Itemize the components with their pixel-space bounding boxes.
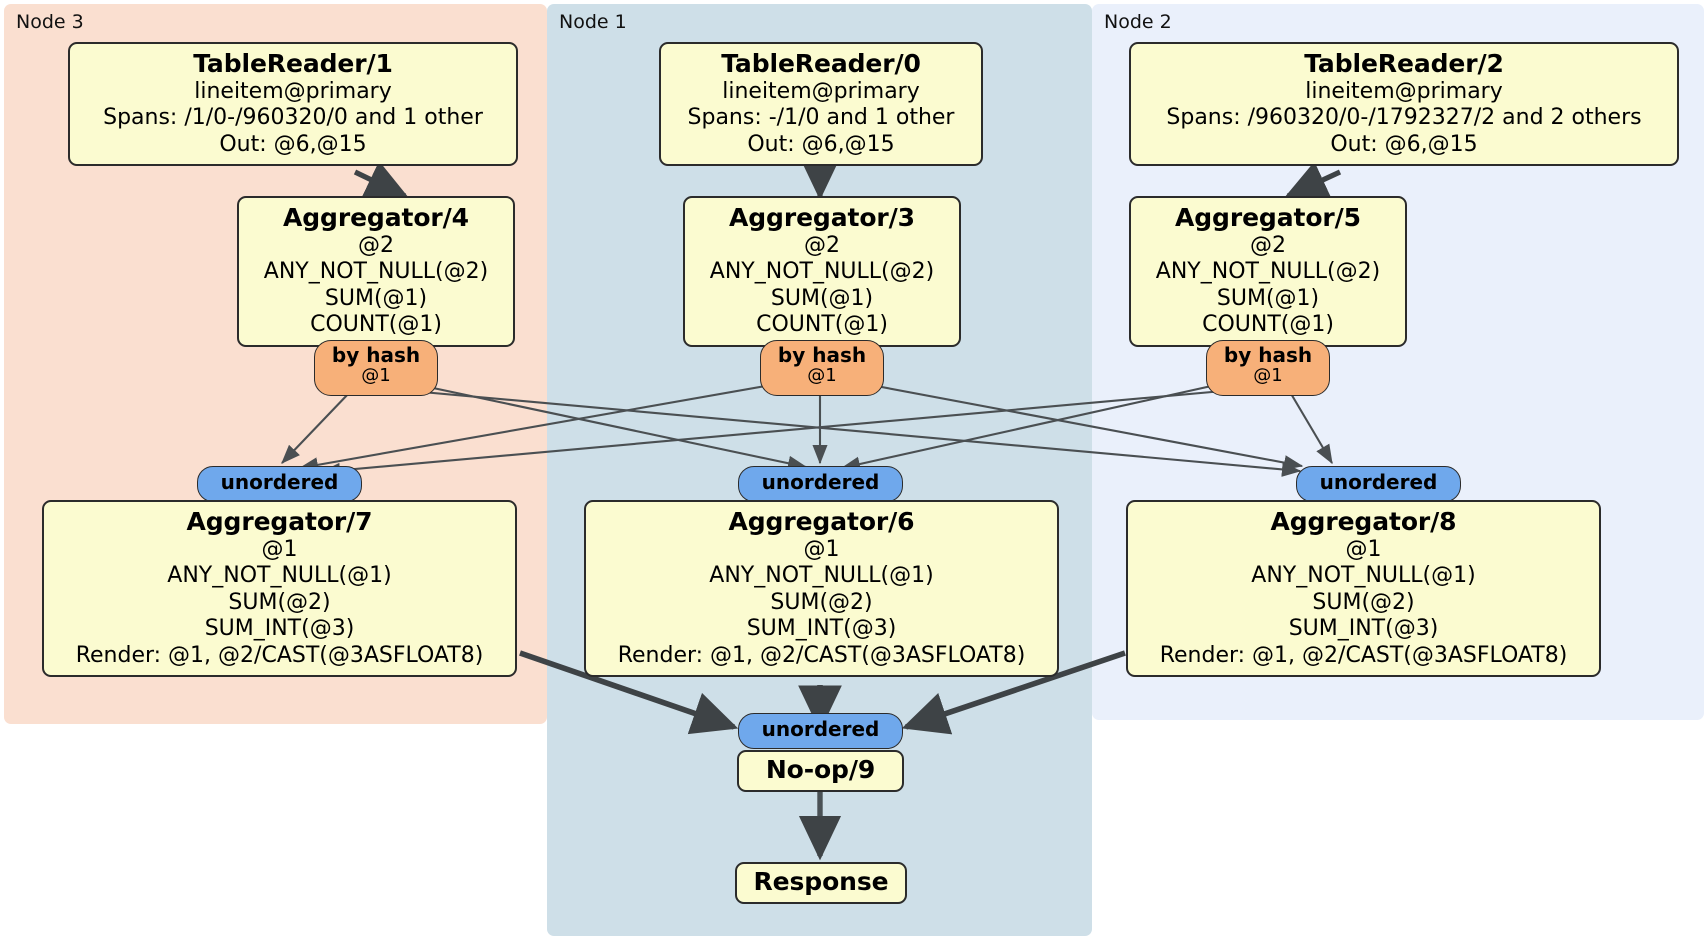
processor-aggregator-5[interactable]: Aggregator/5 @2 ANY_NOT_NULL(@2) SUM(@1)…: [1129, 196, 1407, 347]
processor-aggregator-4[interactable]: Aggregator/4 @2 ANY_NOT_NULL(@2) SUM(@1)…: [237, 196, 515, 347]
processor-title: TableReader/0: [721, 49, 921, 78]
synchronizer-unordered-right[interactable]: unordered: [1296, 466, 1461, 502]
processor-line: ANY_NOT_NULL(@1): [709, 563, 934, 589]
router-sublabel: @1: [807, 365, 837, 387]
processor-title: TableReader/1: [193, 49, 393, 78]
processor-line: @2: [804, 233, 840, 258]
processor-title: No-op/9: [765, 755, 876, 784]
processor-line: ANY_NOT_NULL(@1): [1251, 563, 1476, 589]
processor-title: Aggregator/6: [728, 507, 915, 536]
router-sublabel: @1: [361, 365, 391, 387]
processor-title: TableReader/2: [1304, 49, 1504, 78]
processor-line: Render: @1, @2/CAST(@3ASFLOAT8): [1159, 642, 1568, 668]
processor-noop-9[interactable]: No-op/9: [737, 750, 904, 792]
synchronizer-unordered-mid[interactable]: unordered: [738, 466, 903, 502]
processor-title: Aggregator/5: [1175, 203, 1361, 232]
processor-line: SUM_INT(@3): [204, 616, 355, 642]
router-label: by hash: [777, 343, 867, 367]
processor-line: SUM_INT(@3): [746, 616, 897, 642]
synchronizer-label: unordered: [1319, 470, 1438, 494]
processor-line: lineitem@primary: [194, 79, 392, 104]
processor-title: Aggregator/7: [186, 507, 373, 536]
processor-title: Aggregator/3: [729, 203, 915, 232]
processor-line: SUM(@1): [1216, 285, 1320, 311]
router-label: by hash: [1223, 343, 1313, 367]
processor-tablereader-1[interactable]: TableReader/1 lineitem@primary Spans: /1…: [68, 42, 518, 167]
processor-title: Response: [753, 867, 889, 896]
synchronizer-unordered-left[interactable]: unordered: [197, 466, 362, 502]
processor-line: SUM(@1): [324, 285, 428, 311]
processor-line: SUM(@2): [770, 589, 873, 615]
processor-aggregator-3[interactable]: Aggregator/3 @2 ANY_NOT_NULL(@2) SUM(@1)…: [683, 196, 961, 347]
synchronizer-label: unordered: [761, 717, 880, 741]
processor-line: Render: @1, @2/CAST(@3ASFLOAT8): [617, 642, 1026, 668]
processor-line: SUM_INT(@3): [1288, 616, 1439, 642]
router-by-hash-right[interactable]: by hash @1: [1206, 340, 1330, 396]
processor-tablereader-0[interactable]: TableReader/0 lineitem@primary Spans: -/…: [659, 42, 983, 167]
node-panel-node3-label: Node 3: [16, 11, 84, 33]
processor-line: @2: [1250, 233, 1286, 258]
processor-tablereader-2[interactable]: TableReader/2 lineitem@primary Spans: /9…: [1129, 42, 1679, 167]
processor-line: COUNT(@1): [1202, 312, 1334, 338]
processor-line: @1: [803, 537, 840, 562]
processor-title: Aggregator/8: [1270, 507, 1457, 536]
processor-line: SUM(@2): [228, 589, 331, 615]
processor-line: ANY_NOT_NULL(@2): [1155, 259, 1381, 285]
synchronizer-unordered-final[interactable]: unordered: [738, 713, 903, 749]
router-by-hash-mid[interactable]: by hash @1: [760, 340, 884, 396]
processor-aggregator-7[interactable]: Aggregator/7 @1 ANY_NOT_NULL(@1) SUM(@2)…: [42, 500, 517, 677]
processor-line: COUNT(@1): [310, 312, 442, 338]
processor-line: Render: @1, @2/CAST(@3ASFLOAT8): [75, 642, 484, 668]
router-by-hash-left[interactable]: by hash @1: [314, 340, 438, 396]
processor-line: SUM(@2): [1312, 589, 1415, 615]
processor-line: ANY_NOT_NULL(@1): [167, 563, 392, 589]
processor-line: COUNT(@1): [756, 312, 888, 338]
processor-line: Spans: -/1/0 and 1 other: [687, 105, 955, 131]
processor-line: Out: @6,@15: [219, 131, 367, 157]
processor-line: Out: @6,@15: [1330, 131, 1478, 157]
synchronizer-label: unordered: [220, 470, 339, 494]
router-sublabel: @1: [1253, 365, 1283, 387]
processor-line: lineitem@primary: [1305, 79, 1503, 104]
processor-line: @1: [1345, 537, 1382, 562]
processor-response[interactable]: Response: [735, 862, 907, 904]
processor-aggregator-8[interactable]: Aggregator/8 @1 ANY_NOT_NULL(@1) SUM(@2)…: [1126, 500, 1601, 677]
synchronizer-label: unordered: [761, 470, 880, 494]
router-label: by hash: [331, 343, 421, 367]
processor-aggregator-6[interactable]: Aggregator/6 @1 ANY_NOT_NULL(@1) SUM(@2)…: [584, 500, 1059, 677]
processor-line: lineitem@primary: [722, 79, 920, 104]
processor-line: SUM(@1): [770, 285, 874, 311]
node-panel-node1-label: Node 1: [559, 11, 627, 33]
processor-line: Out: @6,@15: [747, 131, 895, 157]
processor-title: Aggregator/4: [283, 203, 469, 232]
processor-line: Spans: /1/0-/960320/0 and 1 other: [103, 105, 483, 131]
processor-line: ANY_NOT_NULL(@2): [263, 259, 489, 285]
processor-line: Spans: /960320/0-/1792327/2 and 2 others: [1166, 105, 1642, 131]
node-panel-node2-label: Node 2: [1104, 11, 1172, 33]
processor-line: @1: [261, 537, 298, 562]
processor-line: ANY_NOT_NULL(@2): [709, 259, 935, 285]
processor-line: @2: [358, 233, 394, 258]
